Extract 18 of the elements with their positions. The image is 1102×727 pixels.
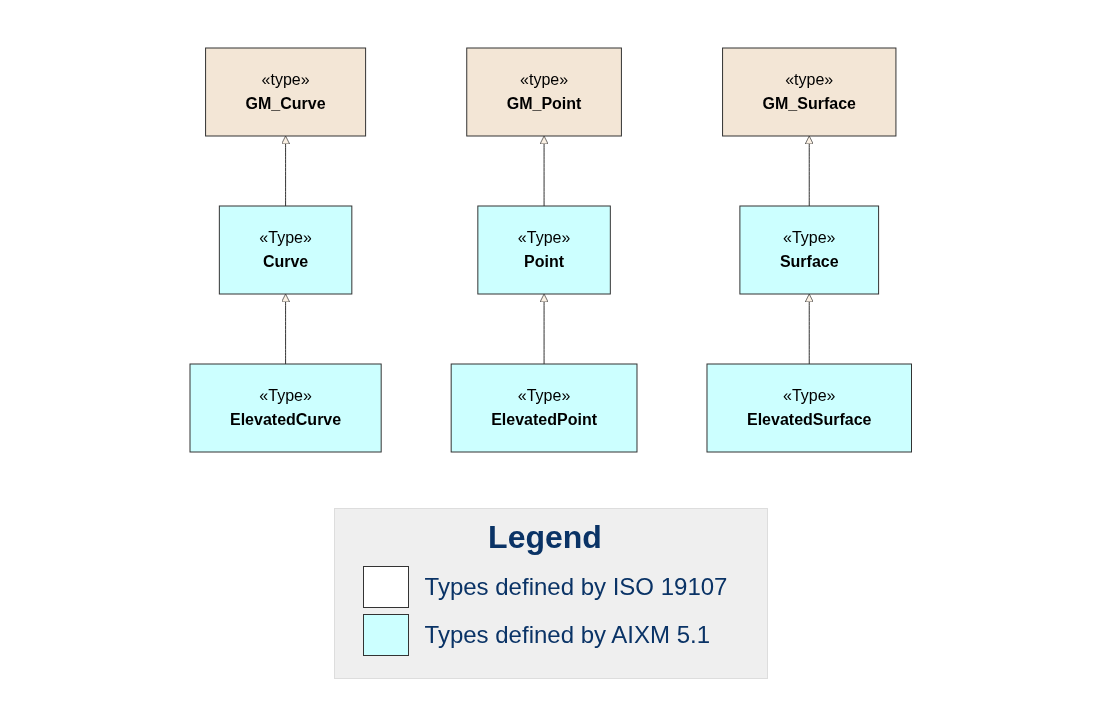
node-box: «type» GM_Point xyxy=(466,47,623,137)
node-box: «Type» ElevatedPoint xyxy=(450,363,638,453)
arrow xyxy=(539,293,549,365)
legend-text: Types defined by AIXM 5.1 xyxy=(424,621,711,649)
node-box: «type» GM_Curve xyxy=(205,47,367,137)
arrow xyxy=(805,293,814,365)
arrow xyxy=(281,293,291,365)
legend-title: Legend xyxy=(487,519,603,556)
node-box: «Type» ElevatedCurve xyxy=(189,363,382,453)
node-box: «Type» Point xyxy=(477,205,612,295)
arrow xyxy=(281,135,291,207)
arrow xyxy=(805,135,814,207)
node-box: «type» GM_Surface xyxy=(722,47,897,137)
arrow xyxy=(539,135,549,207)
node-box: «Type» Curve xyxy=(219,205,353,295)
node-box: «Type» ElevatedSurface xyxy=(706,363,913,453)
node-box: «Type» Surface xyxy=(739,205,880,295)
legend-text: Types defined by ISO 19107 xyxy=(424,573,728,601)
